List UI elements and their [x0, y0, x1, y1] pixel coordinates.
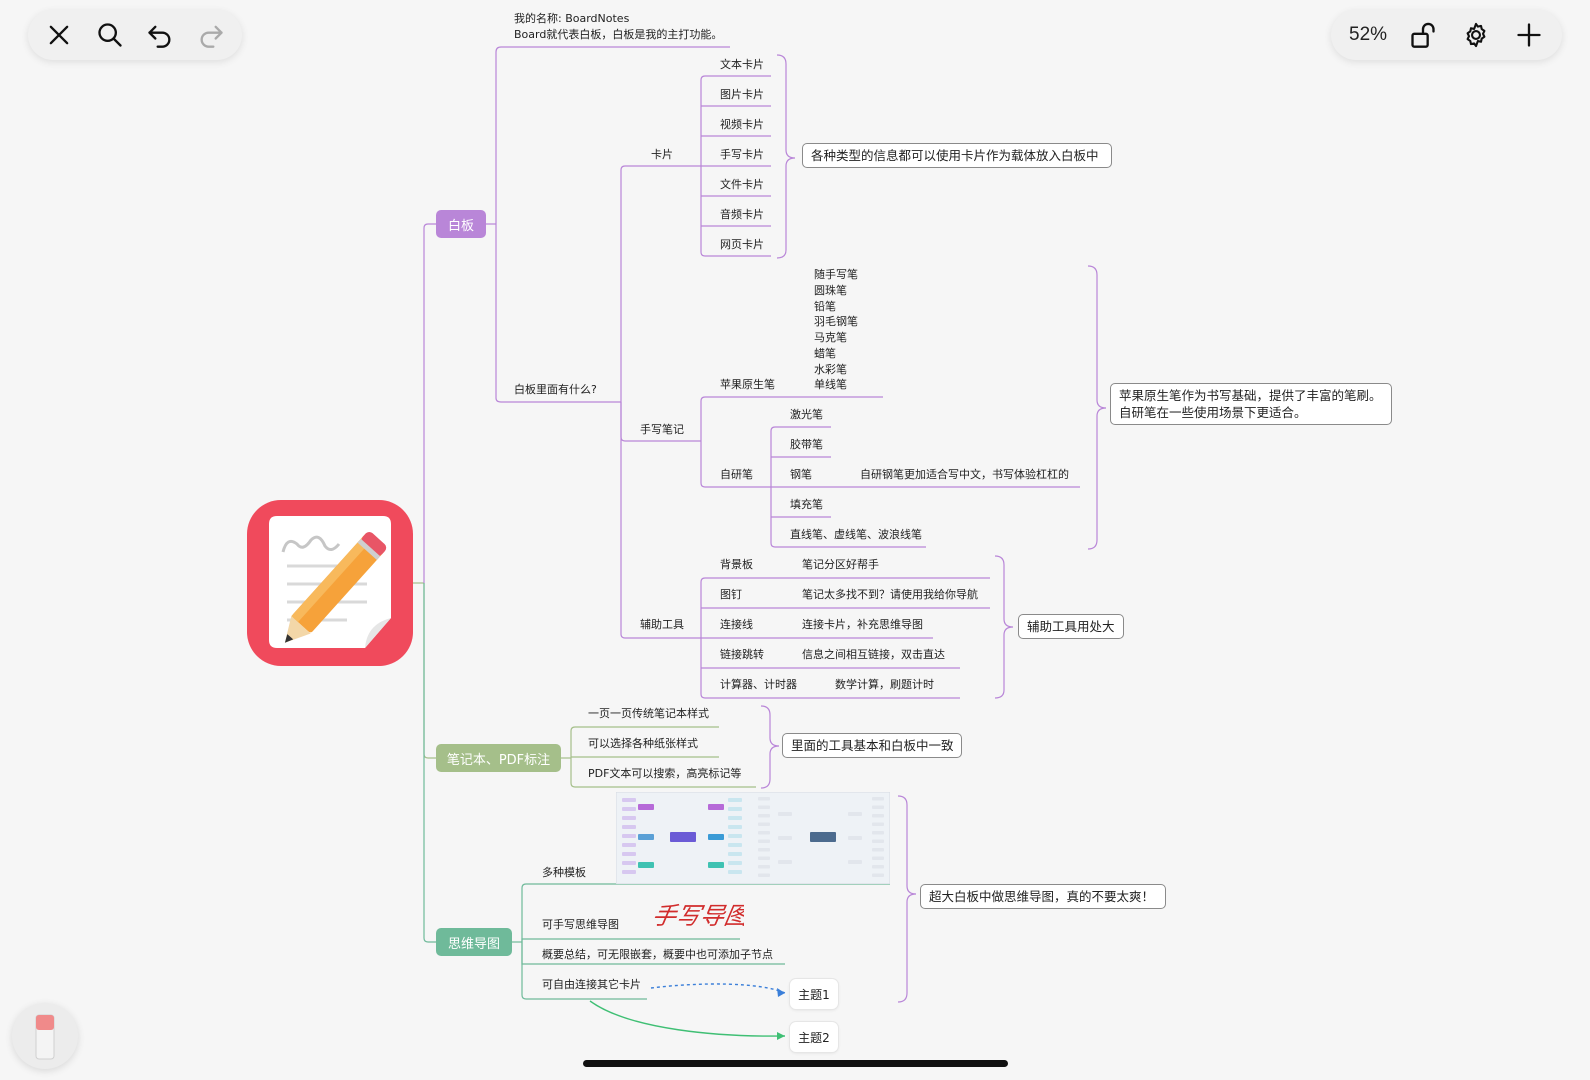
node-tool-link[interactable]: 链接跳转: [720, 648, 764, 661]
summary-mindmap[interactable]: 超大白板中做思维导图，真的不要太爽！: [920, 884, 1166, 909]
boardnotes-app-icon: [247, 500, 413, 666]
node-app-name[interactable]: 我的名称: BoardNotes: [514, 12, 630, 25]
handwritten-mindmap-sample[interactable]: 手写导图: [654, 896, 744, 936]
node-pen-steel[interactable]: 钢笔: [790, 468, 812, 481]
node-tool-pin[interactable]: 图钉: [720, 588, 742, 601]
redo-icon[interactable]: [194, 18, 228, 52]
summary-pens-line-2: 自研笔在一些使用场景下更适合。: [1119, 405, 1307, 420]
branch-notebook-pdf[interactable]: 笔记本、PDF标注: [436, 744, 561, 772]
node-pen-pencil[interactable]: 铅笔: [814, 300, 836, 313]
node-tool-background[interactable]: 背景板: [720, 558, 753, 571]
node-pen-lines[interactable]: 直线笔、虚线笔、波浪线笔: [790, 528, 922, 541]
branch-mindmap[interactable]: 思维导图: [436, 928, 512, 956]
node-cards[interactable]: 卡片: [651, 148, 673, 161]
node-aux-tools[interactable]: 辅助工具: [640, 618, 684, 631]
node-tool-background-desc[interactable]: 笔记分区好帮手: [802, 558, 879, 571]
node-card-text[interactable]: 文本卡片: [720, 58, 764, 71]
topic-2-card[interactable]: 主题2: [790, 1022, 838, 1052]
summary-tools[interactable]: 辅助工具用处大: [1018, 614, 1124, 639]
node-card-audio[interactable]: 音频卡片: [720, 208, 764, 221]
node-app-description[interactable]: Board就代表白板，白板是我的主打功能。: [514, 28, 723, 41]
plus-icon[interactable]: [1512, 18, 1546, 52]
eraser-icon: [35, 1014, 55, 1060]
node-card-video[interactable]: 视频卡片: [720, 118, 764, 131]
node-card-handwriting[interactable]: 手写卡片: [720, 148, 764, 161]
node-tool-link-desc[interactable]: 信息之间相互链接，双击直达: [802, 648, 945, 661]
node-pen-fountain[interactable]: 羽毛钢笔: [814, 315, 858, 328]
node-pen-tape[interactable]: 胶带笔: [790, 438, 823, 451]
topic-1-card[interactable]: 主题1: [790, 979, 838, 1009]
node-tool-connector-desc[interactable]: 连接卡片，补充思维导图: [802, 618, 923, 631]
node-pen-marker[interactable]: 马克笔: [814, 331, 847, 344]
summary-pens-line-1: 苹果原生笔作为书写基础，提供了丰富的笔刷。: [1119, 388, 1382, 403]
node-card-web[interactable]: 网页卡片: [720, 238, 764, 251]
node-tool-pin-desc[interactable]: 笔记太多找不到？请使用我给你导航: [802, 588, 978, 601]
node-whats-inside[interactable]: 白板里面有什么?: [514, 383, 597, 396]
node-tool-calculator-desc[interactable]: 数学计算，刷题计时: [835, 678, 934, 691]
node-apple-pen[interactable]: 苹果原生笔: [720, 378, 775, 391]
node-tool-calculator[interactable]: 计算器、计时器: [720, 678, 797, 691]
node-pen-freehand[interactable]: 随手写笔: [814, 268, 858, 281]
node-handwritten-mindmap[interactable]: 可手写思维导图: [542, 918, 619, 931]
unlock-icon[interactable]: [1406, 18, 1440, 52]
node-card-image[interactable]: 图片卡片: [720, 88, 764, 101]
summary-notebook[interactable]: 里面的工具基本和白板中一致: [782, 733, 962, 758]
zoom-level[interactable]: 52%: [1349, 24, 1388, 45]
summary-cards[interactable]: 各种类型的信息都可以使用卡片作为载体放入白板中: [802, 143, 1112, 168]
gear-icon[interactable]: [1459, 18, 1493, 52]
handwritten-mindmap-text: 手写导图: [654, 902, 744, 930]
toolbar-right: 52%: [1331, 10, 1562, 60]
node-multiple-templates[interactable]: 多种模板: [542, 866, 586, 879]
node-pen-crayon[interactable]: 蜡笔: [814, 347, 836, 360]
toolbar-left: [28, 10, 242, 60]
node-pen-fill[interactable]: 填充笔: [790, 498, 823, 511]
node-tool-connector[interactable]: 连接线: [720, 618, 753, 631]
node-custom-pen[interactable]: 自研笔: [720, 468, 753, 481]
node-handwriting-notes[interactable]: 手写笔记: [640, 423, 684, 436]
home-indicator: [583, 1060, 1008, 1067]
node-notebook-pdf-search[interactable]: PDF文本可以搜索，高亮标记等: [588, 767, 742, 780]
eraser-tool-button[interactable]: [12, 1003, 78, 1069]
node-pen-laser[interactable]: 激光笔: [790, 408, 823, 421]
node-pen-watercolor[interactable]: 水彩笔: [814, 363, 847, 376]
undo-icon[interactable]: [143, 18, 177, 52]
node-pen-ballpoint[interactable]: 圆珠笔: [814, 284, 847, 297]
node-pen-steel-note[interactable]: 自研钢笔更加适合写中文，书写体验杠杠的: [860, 468, 1069, 481]
search-icon[interactable]: [93, 18, 127, 52]
node-notebook-paper[interactable]: 可以选择各种纸张样式: [588, 737, 698, 750]
mindmap-templates-preview[interactable]: [616, 792, 890, 884]
node-notebook-style[interactable]: 一页一页传统笔记本样式: [588, 707, 709, 720]
node-pen-monoline[interactable]: 单线笔: [814, 378, 847, 391]
node-summary-nesting[interactable]: 概要总结，可无限嵌套，概要中也可添加子节点: [542, 948, 773, 961]
node-card-file[interactable]: 文件卡片: [720, 178, 764, 191]
close-icon[interactable]: [42, 18, 76, 52]
summary-pens[interactable]: 苹果原生笔作为书写基础，提供了丰富的笔刷。 自研笔在一些使用场景下更适合。: [1110, 383, 1392, 425]
branch-whiteboard[interactable]: 白板: [436, 210, 486, 238]
node-connect-cards[interactable]: 可自由连接其它卡片: [542, 978, 641, 991]
